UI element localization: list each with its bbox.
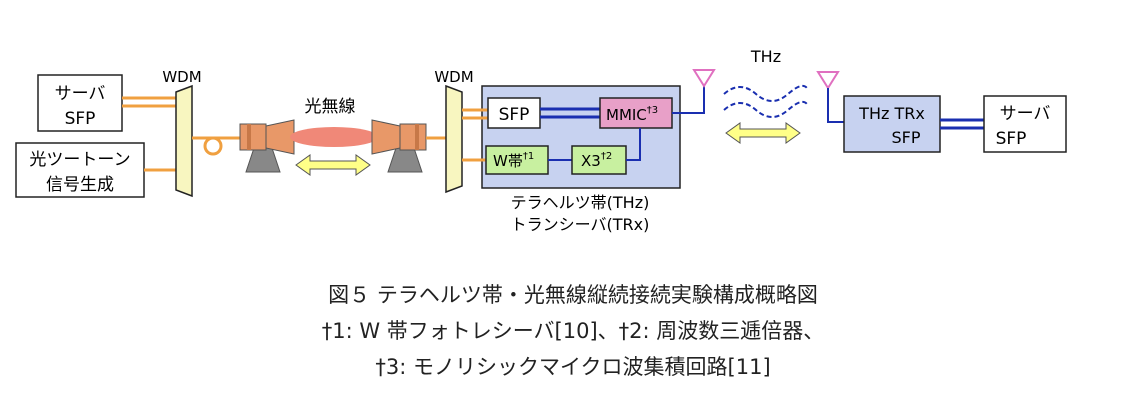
thz-trx-sfp-label: SFP	[891, 128, 920, 147]
right-server-label: サーバ	[1000, 104, 1051, 124]
thz-wave-top	[723, 84, 809, 102]
wdm-left-label: WDM	[162, 68, 201, 86]
wdm-right-label: WDM	[434, 68, 473, 86]
left-server-label: サーバ	[55, 84, 106, 104]
right-server-box	[983, 95, 1067, 153]
link-mmic-antenna	[672, 86, 705, 114]
fiber-loop	[203, 136, 223, 156]
optical-beam	[290, 127, 378, 147]
thz-double-arrow	[725, 122, 801, 144]
link-antenna-thz-trx	[827, 88, 844, 123]
wdm-right	[445, 84, 463, 194]
wdm-left	[175, 84, 193, 198]
trx-caption-1: テラヘルツ帯(THz)	[511, 193, 650, 212]
thz-trx-label: THz TRx	[858, 104, 925, 123]
trx-sfp-label: SFP	[499, 105, 530, 125]
figure-caption-line1: 図５ テラヘルツ帯・光無線縦続接続実験構成概略図	[328, 283, 818, 307]
mmic-box	[599, 97, 673, 129]
right-antenna-icon	[816, 71, 840, 90]
trx-sfp-box	[487, 97, 541, 129]
left-server-box	[37, 74, 123, 132]
wireless-label: 光無線	[305, 97, 356, 117]
thz-wave-bottom	[723, 100, 809, 118]
x3-box	[571, 145, 627, 175]
left-server-sfp-label: SFP	[65, 109, 96, 129]
trx-caption-2: トランシーバ(TRx)	[511, 215, 650, 234]
figure-caption-line2: †1: W 帯フォトレシーバ[10]、†2: 周波数三逓倍器、	[322, 319, 825, 343]
link-x3-mmic	[626, 128, 641, 161]
left-telescope	[239, 119, 295, 173]
right-server-sfp-label: SFP	[996, 129, 1027, 149]
figure-caption-line3: †3: モノリシックマイクロ波集積回路[11]	[375, 355, 770, 379]
mmic-label: MMIC†3	[606, 105, 658, 124]
optical-signal-box	[15, 142, 145, 198]
right-telescope	[371, 119, 427, 173]
thz-label: THz	[750, 47, 781, 66]
thz-trx-sfp-box	[843, 95, 941, 153]
wband-label: W帯†1	[493, 151, 534, 170]
optical-signal-label: 光ツートーン	[29, 150, 130, 170]
x3-label: X3†2	[581, 151, 612, 170]
optical-signal-label-2: 信号生成	[46, 175, 114, 195]
wband-box	[485, 145, 549, 175]
optical-double-arrow	[295, 154, 371, 176]
left-antenna-icon	[692, 69, 716, 88]
